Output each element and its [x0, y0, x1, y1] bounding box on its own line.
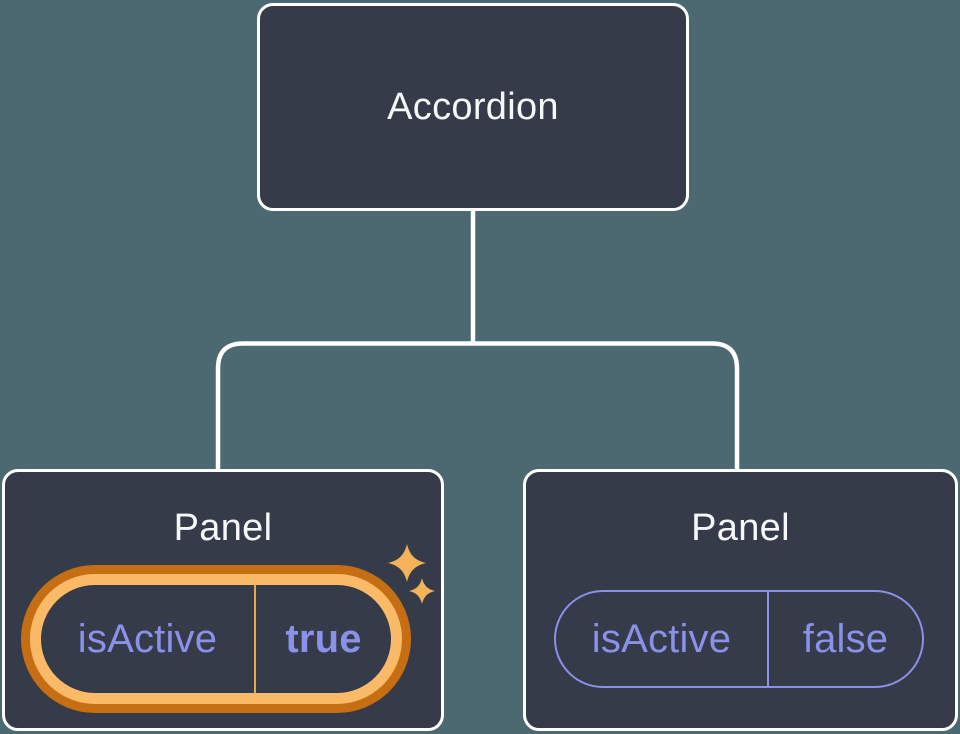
pill-divider [254, 585, 256, 693]
state-pill-inactive: isActive false [554, 590, 924, 688]
prop-name: isActive [77, 616, 218, 661]
prop-name: isActive [591, 616, 732, 661]
connector-branch [215, 341, 740, 472]
prop-value: true [285, 616, 362, 661]
pill-divider [767, 592, 769, 686]
sparkle-icon [388, 544, 426, 582]
state-pill-active: isActive true [41, 585, 391, 693]
prop-value: false [802, 616, 889, 661]
sparkle-icon [409, 578, 435, 604]
node-panel-active: Panel isActive true [2, 469, 444, 731]
node-panel-inactive-label: Panel [691, 507, 790, 549]
node-accordion: Accordion [257, 3, 689, 211]
node-panel-inactive: Panel isActive false [523, 469, 958, 731]
node-accordion-label: Accordion [387, 85, 559, 128]
node-panel-active-label: Panel [173, 507, 273, 549]
